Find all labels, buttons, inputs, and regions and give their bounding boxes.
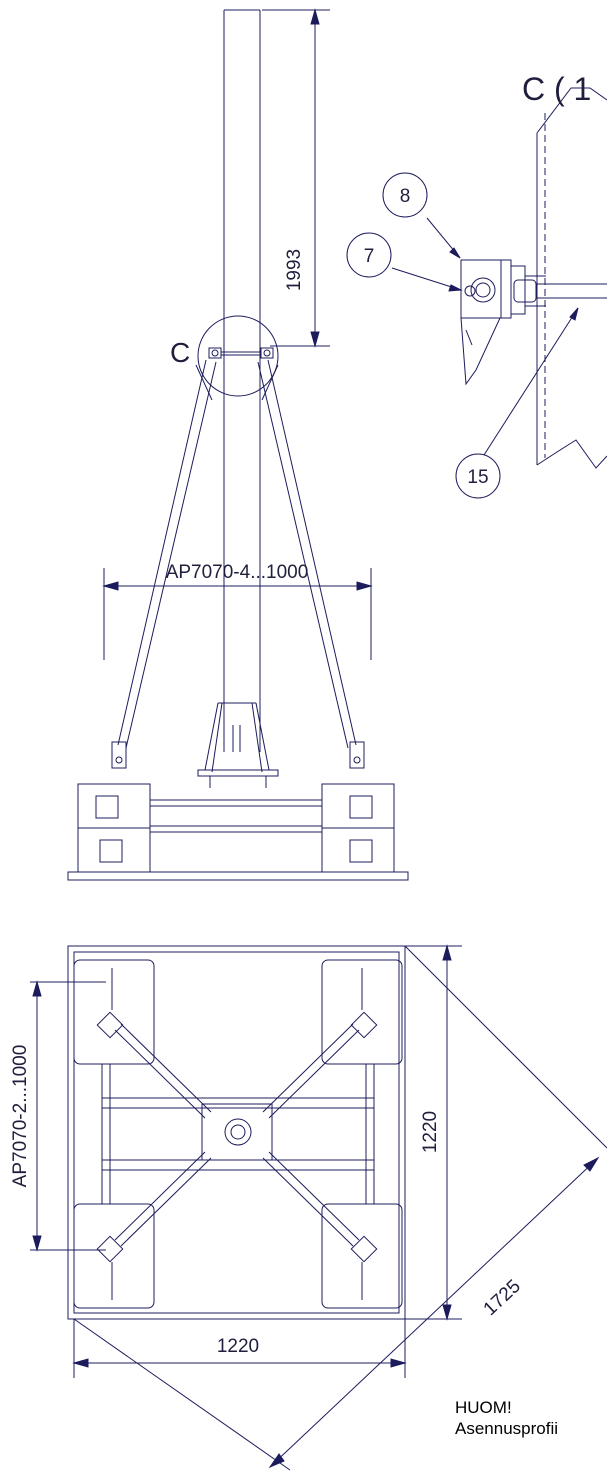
note-heading: HUOM!	[455, 1398, 512, 1417]
base-width-dimension	[72, 1319, 407, 1378]
side-braces	[111, 359, 365, 769]
detail-circle	[197, 315, 279, 397]
base-height-dimension	[405, 944, 462, 1321]
clamp-spacing-x-label: AP7070-4...1000	[166, 562, 309, 583]
clamp-head	[208, 347, 274, 359]
base-diagonal-label: 1725	[480, 1276, 525, 1320]
detail-marker-label: C	[170, 337, 190, 368]
height-dimension	[262, 8, 330, 348]
detail-view	[391, 87, 607, 469]
tripod	[197, 702, 279, 788]
detail-view-title: C ( 1	[522, 71, 591, 107]
mast-height-label: 1993	[284, 249, 305, 291]
balloon-8	[382, 172, 428, 218]
side-base	[67, 783, 409, 881]
note-text: Asennusprofii	[455, 1419, 559, 1438]
balloon-7-number: 7	[364, 246, 375, 267]
balloon-15-number: 15	[467, 467, 488, 488]
base-width-label: 1220	[217, 1336, 259, 1357]
balloon-8-number: 8	[400, 186, 411, 207]
balloon-15	[455, 453, 501, 499]
base-height-label: 1220	[420, 1111, 441, 1153]
mast	[223, 9, 261, 752]
base-diagonal-dimension	[73, 945, 607, 1471]
clamp-spacing-y-label: AP7070-2...1000	[10, 1045, 31, 1188]
clamp-spacing-y-dimension	[30, 980, 106, 1252]
clamp-spacing-x-dimension	[102, 568, 373, 660]
balloon-7	[346, 232, 392, 278]
plan-view	[67, 945, 406, 1320]
